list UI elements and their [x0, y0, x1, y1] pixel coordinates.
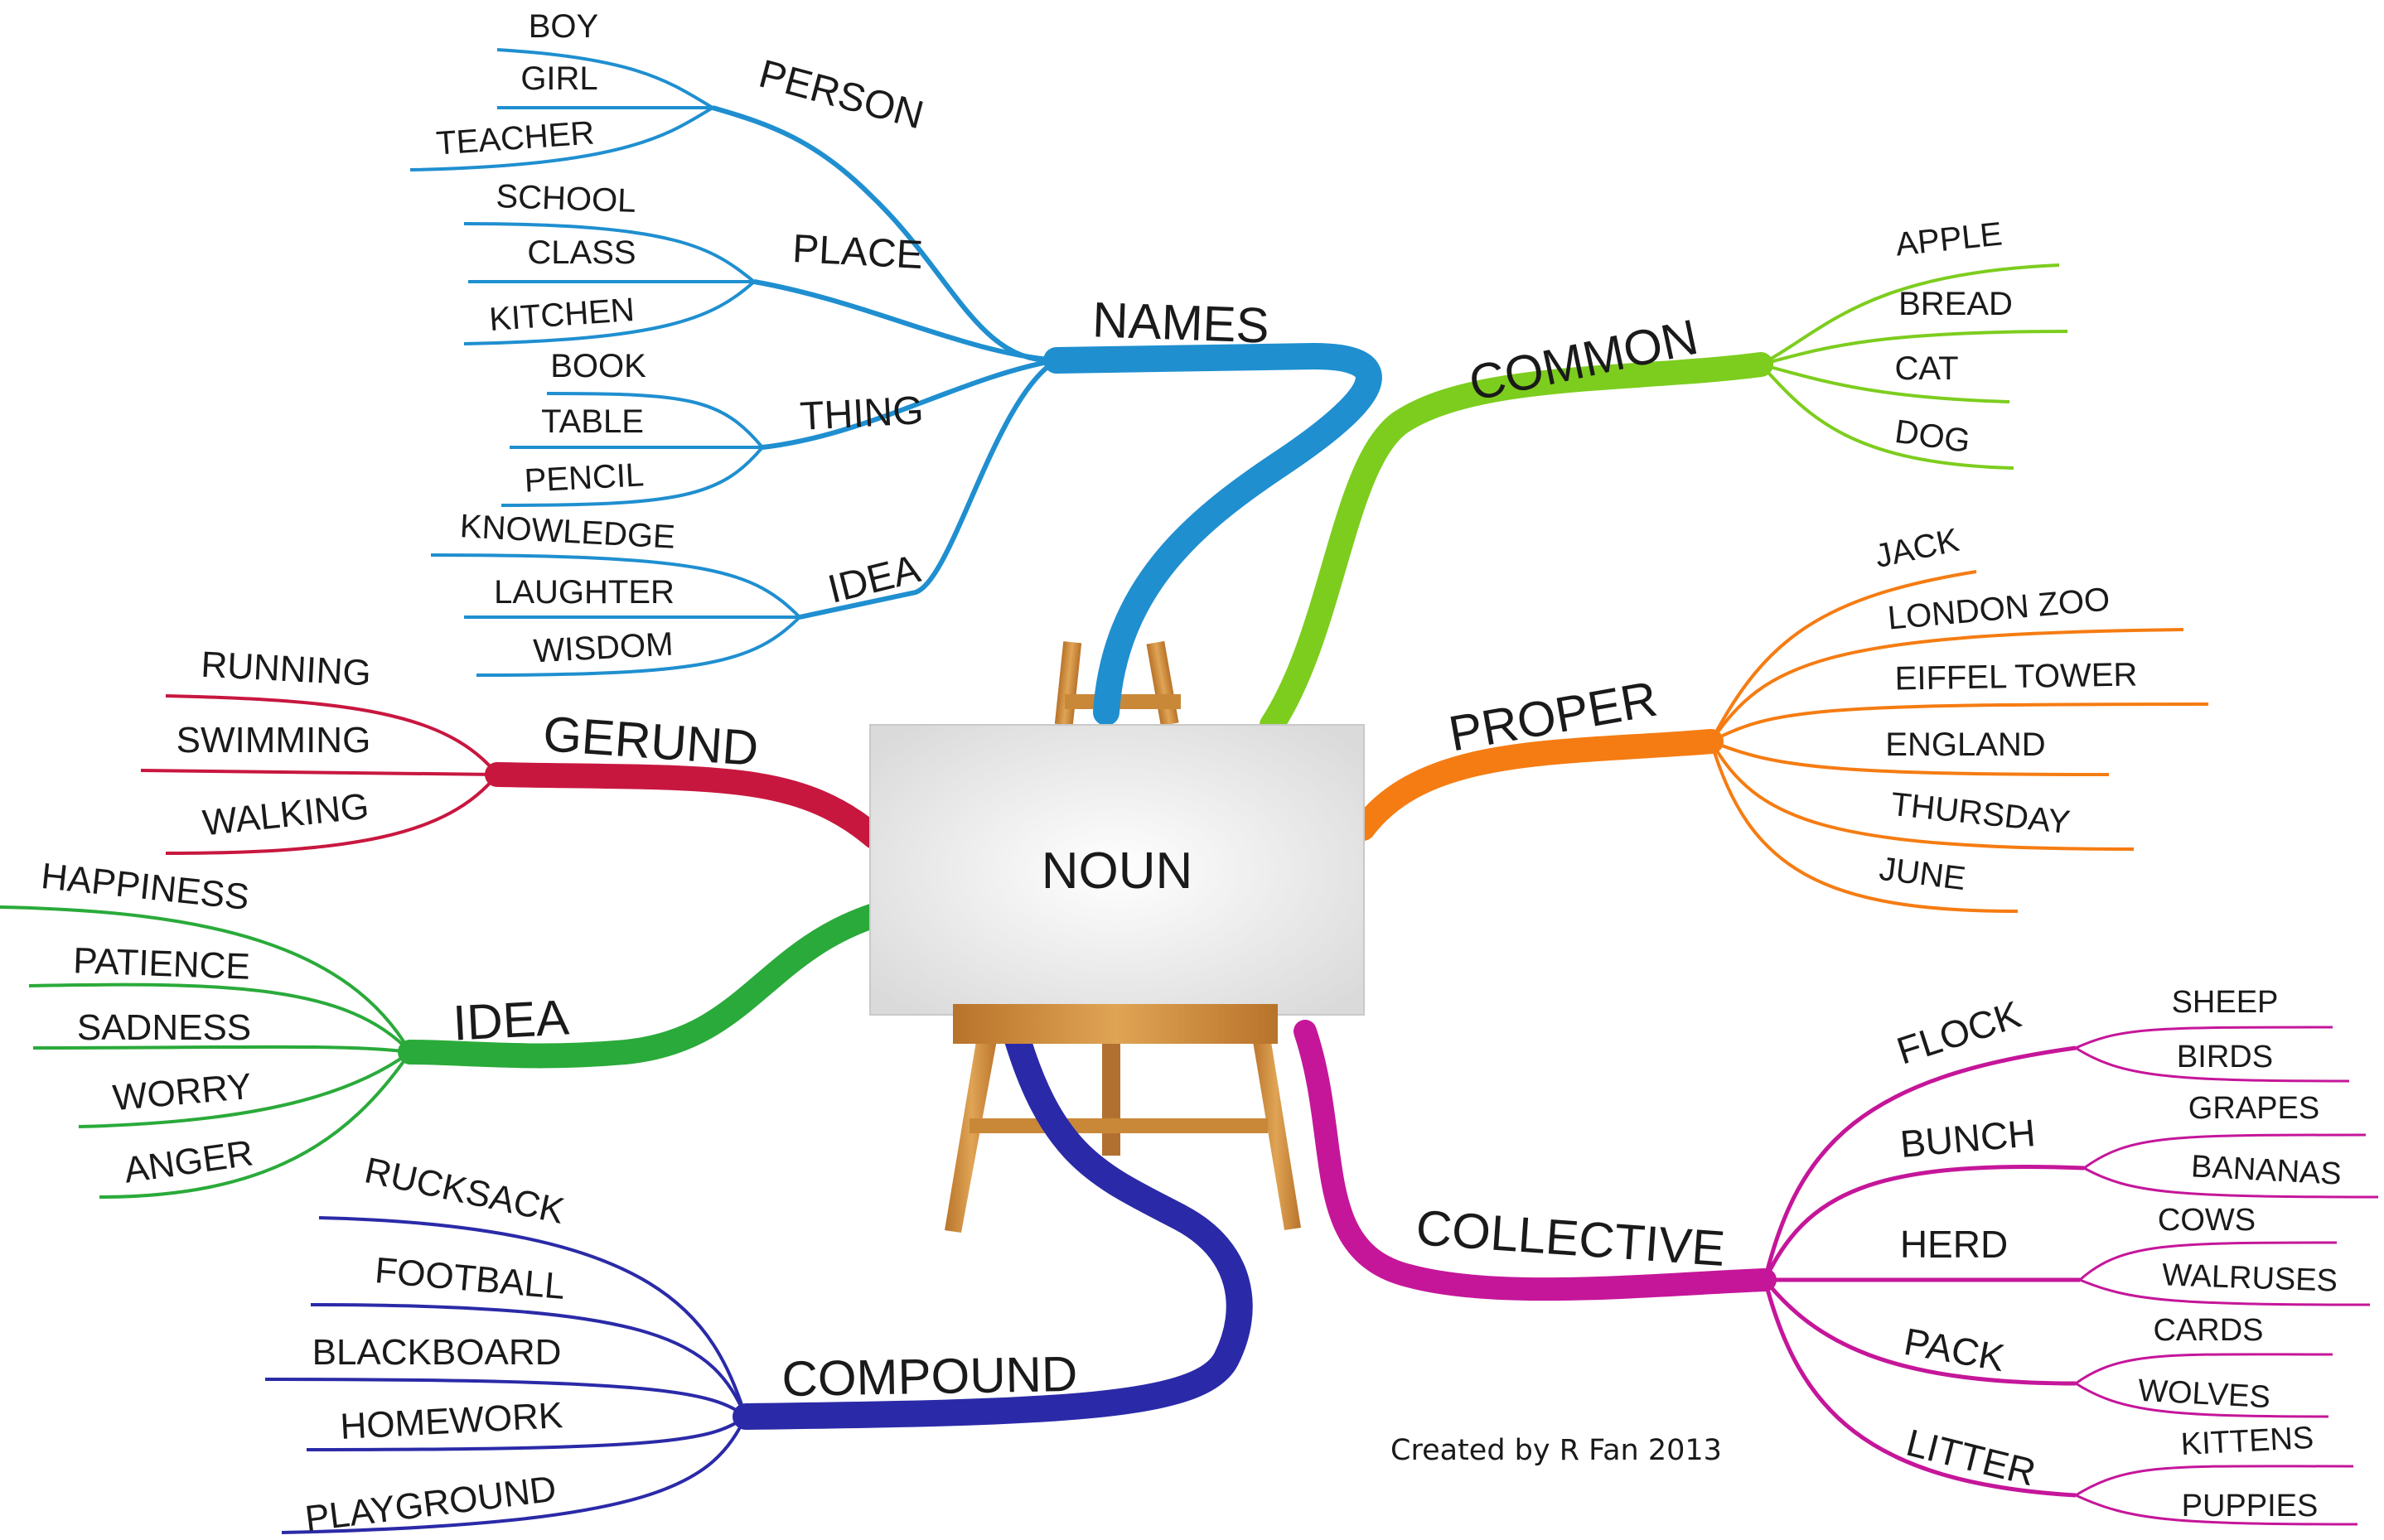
litter-item: PUPPIES [2182, 1489, 2319, 1523]
names-label: NAMES [1091, 292, 1270, 353]
idea-sub-item: LAUGHTER [494, 574, 675, 611]
compound-label: COMPOUND [781, 1346, 1078, 1407]
person-item: GIRL [520, 60, 597, 97]
compound-item: HOMEWORK [339, 1395, 563, 1447]
idea-sub-item: KNOWLEDGE [459, 508, 676, 556]
idea-sub-item: WISDOM [533, 626, 675, 670]
proper-item: JACK [1872, 522, 1962, 575]
bunch-item: GRAPES [2188, 1091, 2319, 1126]
branch-collective [1294, 1020, 2379, 1526]
idea-item: PATIENCE [73, 940, 251, 987]
person-item: BOY [529, 8, 598, 45]
common-item: DOG [1893, 413, 1972, 460]
noun-board: NOUN [869, 724, 1365, 1044]
common-label: COMMON [1464, 309, 1703, 412]
common-item: BREAD [1898, 286, 2013, 322]
collective-label: COLLECTIVE [1414, 1200, 1727, 1277]
flock-item: SHEEP [2172, 985, 2279, 1020]
thing-item: PENCIL [524, 456, 646, 500]
flock-item: BIRDS [2177, 1040, 2273, 1074]
person-label: PERSON [754, 52, 928, 138]
thing-label: THING [799, 389, 925, 439]
branch-names [409, 48, 1382, 726]
gerund-item: RUNNING [200, 644, 372, 694]
credit-text: Created by R Fan 2013 [1390, 1434, 1722, 1467]
herd-item: COWS [2158, 1203, 2256, 1238]
branch-gerund [140, 694, 887, 855]
place-item: CLASS [527, 234, 636, 271]
proper-item: LONDON ZOO [1886, 581, 2111, 636]
pack-item: CARDS [2153, 1313, 2263, 1348]
idea-item: WORRY [111, 1066, 253, 1118]
proper-item: THURSDAY [1889, 786, 2072, 841]
bunch-item: BANANAS [2190, 1149, 2343, 1191]
pack-item: WOLVES [2137, 1373, 2271, 1415]
proper-item: ENGLAND [1885, 727, 2045, 763]
compound-item: FOOTBALL [374, 1250, 567, 1307]
proper-item: EIFFEL TOWER [1894, 656, 2137, 697]
bunch-label: BUNCH [1898, 1111, 2037, 1166]
litter-item: KITTENS [2180, 1421, 2314, 1462]
branch-common [1260, 263, 2068, 737]
thing-item: TABLE [541, 403, 644, 440]
idea-item: SADNESS [77, 1007, 251, 1048]
compound-item: BLACKBOARD [312, 1332, 562, 1373]
person-item: TEACHER [435, 114, 596, 162]
proper-item: JUNE [1877, 851, 1967, 897]
common-item: CAT [1894, 350, 1958, 387]
place-item: KITCHEN [488, 292, 636, 338]
center-label: NOUN [1042, 842, 1193, 900]
branch-idea [0, 903, 887, 1199]
herd-label: HERD [1900, 1223, 2008, 1266]
compound-item: PLAYGROUND [302, 1469, 559, 1540]
thing-item: BOOK [550, 348, 646, 384]
gerund-item: WALKING [201, 786, 370, 844]
branch-compound [264, 1018, 1253, 1534]
herd-item: WALRUSES [2161, 1258, 2338, 1298]
branch-proper [1351, 570, 2209, 913]
place-item: SCHOOL [496, 178, 636, 220]
idea-label: IDEA [452, 989, 570, 1050]
common-item: APPLE [1893, 215, 2004, 263]
gerund-item: SWIMMING [177, 720, 371, 760]
place-label: PLACE [791, 227, 924, 278]
